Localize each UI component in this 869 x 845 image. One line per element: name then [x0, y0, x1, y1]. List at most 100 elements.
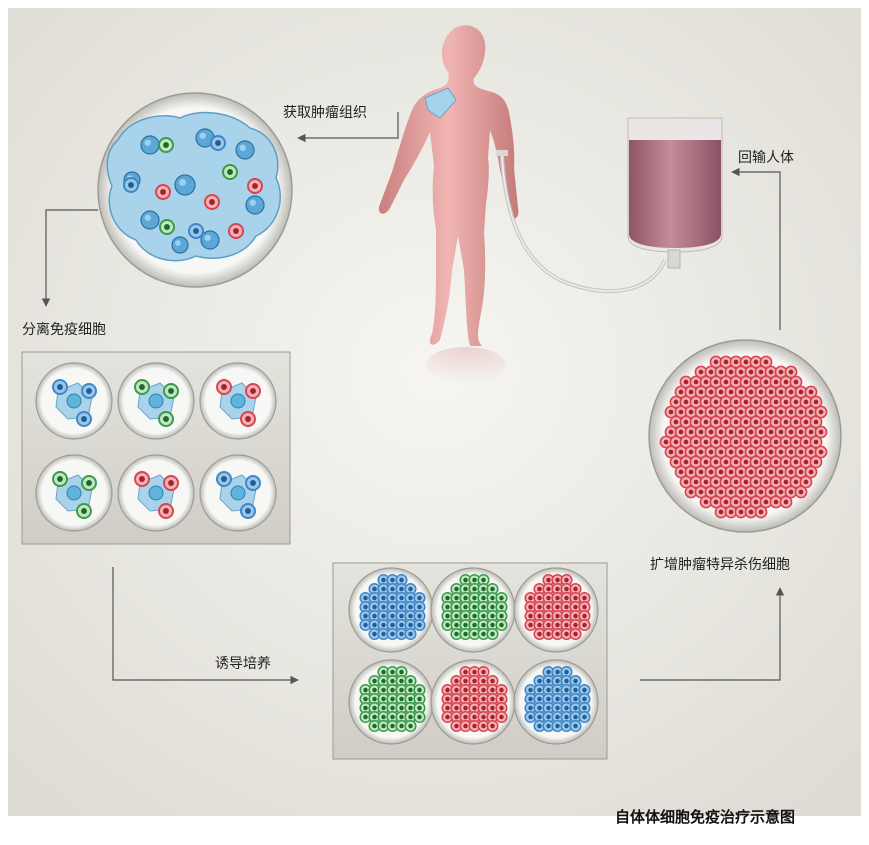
killer-cell — [754, 465, 768, 479]
cell-red — [560, 627, 573, 641]
killer-cell — [809, 455, 823, 469]
immune-cell-red — [247, 178, 263, 194]
killer-cell — [684, 425, 698, 439]
cell-blue — [413, 618, 426, 632]
killer-cell — [739, 415, 753, 429]
immune-cell-red — [228, 223, 244, 239]
killer-cell — [734, 425, 748, 439]
killer-cell — [724, 445, 738, 459]
killer-cell — [804, 385, 818, 399]
killer-cell — [759, 435, 773, 449]
cell-red — [533, 627, 546, 641]
separation-well — [117, 362, 195, 440]
cell-green — [76, 503, 92, 519]
killer-cell — [784, 485, 798, 499]
killer-cell — [704, 425, 718, 439]
immune-cell-blue — [188, 223, 204, 239]
culture-well — [348, 567, 434, 653]
tumor-cell — [140, 135, 160, 155]
cell-blue — [560, 710, 573, 724]
cell-red — [560, 573, 573, 587]
culture-well — [430, 659, 516, 745]
killer-cell — [664, 425, 678, 439]
culture-well — [430, 567, 516, 653]
killer-cell — [714, 445, 728, 459]
killer-cell — [759, 355, 773, 369]
cell-red — [468, 674, 481, 688]
killer-cell — [709, 495, 723, 509]
cell-blue — [368, 627, 381, 641]
cell-green — [359, 710, 372, 724]
arrow-culture-to-expansion — [640, 587, 785, 681]
cell-green — [158, 411, 174, 427]
cell-red — [459, 683, 472, 697]
cell-green — [486, 627, 499, 641]
arrow-separation-to-culture — [112, 567, 299, 685]
cell-blue — [386, 627, 399, 641]
immune-cell-blue — [210, 135, 226, 151]
killer-cell — [759, 475, 773, 489]
killer-cell — [684, 445, 698, 459]
killer-cell — [699, 395, 713, 409]
killer-cell — [734, 385, 748, 399]
killer-cell — [754, 385, 768, 399]
killer-cell — [779, 375, 793, 389]
cell-red — [486, 719, 499, 733]
killer-cell — [694, 465, 708, 479]
immune-cell-green — [222, 164, 238, 180]
killer-cell — [759, 495, 773, 509]
killer-cell — [809, 415, 823, 429]
killer-cell — [779, 415, 793, 429]
killer-cell — [799, 395, 813, 409]
cell-red — [495, 701, 508, 715]
cell-green — [495, 618, 508, 632]
killer-cell — [779, 495, 793, 509]
immune-cell-red — [155, 184, 171, 200]
cell-blue — [52, 379, 68, 395]
cell-red — [468, 692, 481, 706]
cell-green — [450, 618, 463, 632]
killer-cell — [744, 425, 758, 439]
killer-cell — [814, 425, 828, 439]
killer-cell — [804, 405, 818, 419]
immune-cell-red — [204, 194, 220, 210]
killer-cell — [749, 415, 763, 429]
separation-well — [35, 454, 113, 532]
killer-cell — [734, 365, 748, 379]
diagram-caption: 自体体细胞免疫治疗示意图 — [615, 808, 796, 826]
cell-blue — [578, 710, 591, 724]
cell-red — [245, 383, 261, 399]
killer-cell — [724, 465, 738, 479]
killer-cell — [739, 375, 753, 389]
killer-cell — [719, 435, 733, 449]
killer-cell — [684, 465, 698, 479]
immune-cell-green — [158, 137, 174, 153]
killer-cell — [784, 365, 798, 379]
tumor-cell — [200, 230, 220, 250]
arrow-expansion-to-reinfusion — [731, 167, 781, 330]
cell-blue — [542, 701, 555, 715]
killer-cell — [694, 425, 708, 439]
cell-green — [404, 674, 417, 688]
cell-green — [468, 618, 481, 632]
killer-cell — [744, 445, 758, 459]
killer-cell — [684, 485, 698, 499]
killer-cell — [674, 445, 688, 459]
iv-bag — [627, 117, 723, 269]
cell-red — [569, 627, 582, 641]
killer-cell — [729, 475, 743, 489]
killer-cell — [794, 485, 808, 499]
cell-red — [569, 591, 582, 605]
killer-cell — [669, 395, 683, 409]
separation-well — [199, 362, 277, 440]
flow-arrows — [41, 112, 785, 685]
killer-cell — [769, 395, 783, 409]
cell-red — [578, 618, 591, 632]
cell-green — [81, 475, 97, 491]
killer-cell — [814, 445, 828, 459]
cell-blue — [569, 674, 582, 688]
killer-cell — [709, 455, 723, 469]
cell-green — [468, 582, 481, 596]
killer-cell — [769, 375, 783, 389]
